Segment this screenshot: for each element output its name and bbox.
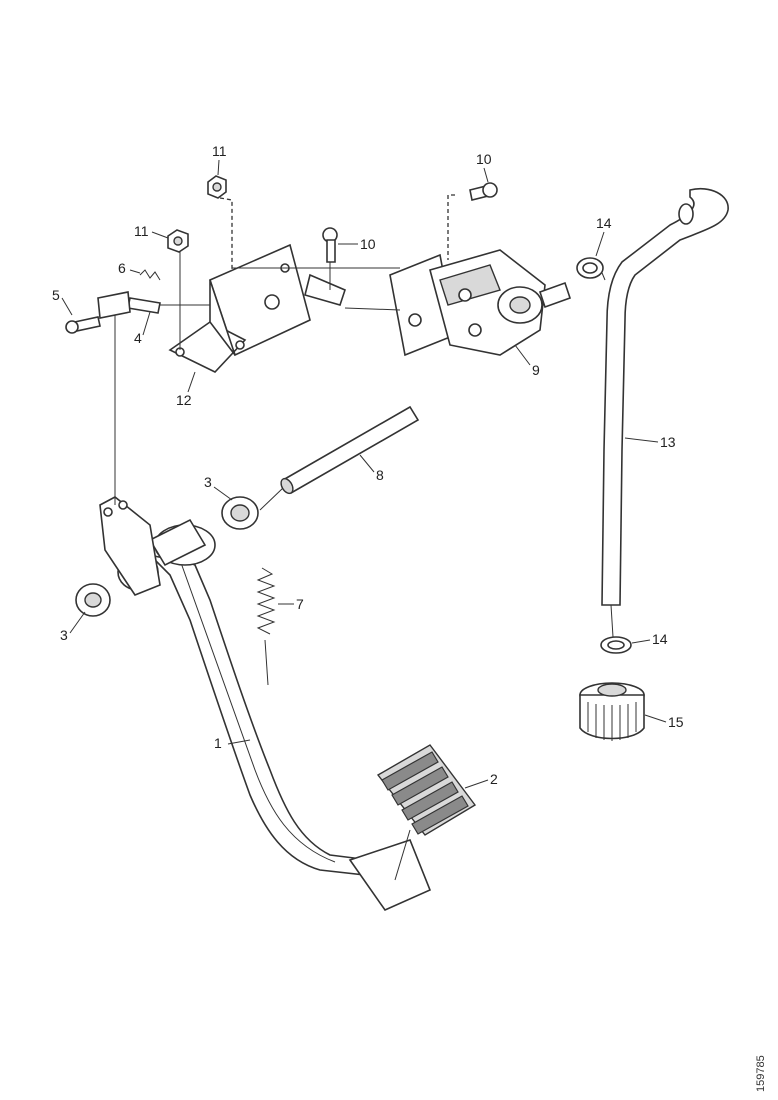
- part-4-clevis-pin: [127, 297, 161, 314]
- callout-9: 9: [532, 362, 540, 378]
- part-15-reservoir-cap: [579, 682, 645, 741]
- leader-8: [359, 454, 375, 473]
- assembly-line-10a: [447, 194, 455, 260]
- callout-14a: 14: [596, 215, 612, 231]
- part-11-nut-lower: [167, 229, 189, 253]
- leader-2b: [394, 829, 411, 881]
- part-8-pivot-shaft: [280, 405, 420, 495]
- part-1-pedal-arm: [99, 496, 372, 876]
- callout-1: 1: [214, 735, 222, 751]
- callout-15: 15: [668, 714, 684, 730]
- part-11-nut-upper: [207, 175, 227, 199]
- callout-12: 12: [176, 392, 192, 408]
- leader-4: [142, 311, 151, 336]
- part-9-master-cylinder: [389, 249, 572, 357]
- callout-10b: 10: [360, 236, 376, 252]
- callout-3a: 3: [204, 474, 212, 490]
- leader-9: [514, 344, 531, 366]
- callout-8: 8: [376, 467, 384, 483]
- leader-10a: [483, 167, 489, 183]
- callout-3b: 3: [60, 627, 68, 643]
- part-14-clamp-upper: [576, 257, 604, 279]
- callout-11b: 11: [134, 223, 149, 239]
- callout-11a: 11: [212, 143, 227, 159]
- part-2-pedal-pad: [348, 744, 477, 911]
- assembly-line-bracket-pin: [344, 307, 401, 311]
- leader-14b: [631, 639, 651, 644]
- leader-13: [624, 437, 659, 443]
- callout-4: 4: [134, 330, 142, 346]
- leader-2: [464, 779, 489, 789]
- callout-6: 6: [118, 260, 126, 276]
- leader-15: [644, 714, 667, 723]
- callout-5: 5: [52, 287, 60, 303]
- part-10-bolt-lower: [322, 227, 338, 263]
- shaft-axis-line: [259, 487, 284, 511]
- leader-3b: [69, 611, 86, 634]
- callout-2: 2: [490, 771, 498, 787]
- part-3-bushing-upper: [221, 496, 259, 530]
- leader-6: [129, 269, 141, 274]
- hose-clamp-line: [610, 604, 614, 638]
- callout-7: 7: [296, 596, 304, 612]
- part-10-bolt-upper: [469, 182, 498, 201]
- part-13-hose: [580, 188, 729, 606]
- figure-code: 159785: [755, 1055, 767, 1092]
- part-14-clamp-lower: [600, 636, 632, 654]
- leader-11a: [217, 159, 220, 176]
- leader-12: [187, 371, 196, 393]
- callout-13: 13: [660, 434, 676, 450]
- leader-1: [227, 739, 251, 745]
- callout-10a: 10: [476, 151, 492, 167]
- assembly-line-11a: [219, 197, 233, 270]
- leader-11b: [151, 231, 169, 239]
- part-12-bracket: [168, 243, 346, 373]
- part-3-bushing-lower: [75, 583, 111, 617]
- part-5-bolt: [65, 316, 101, 334]
- part-7-return-spring: [256, 567, 276, 686]
- part-6-spring-clip: [139, 269, 161, 281]
- clevis: [97, 291, 131, 319]
- leader-3a: [213, 486, 233, 501]
- leader-5: [61, 297, 73, 316]
- leader-14a: [595, 231, 605, 257]
- callout-14b: 14: [652, 631, 668, 647]
